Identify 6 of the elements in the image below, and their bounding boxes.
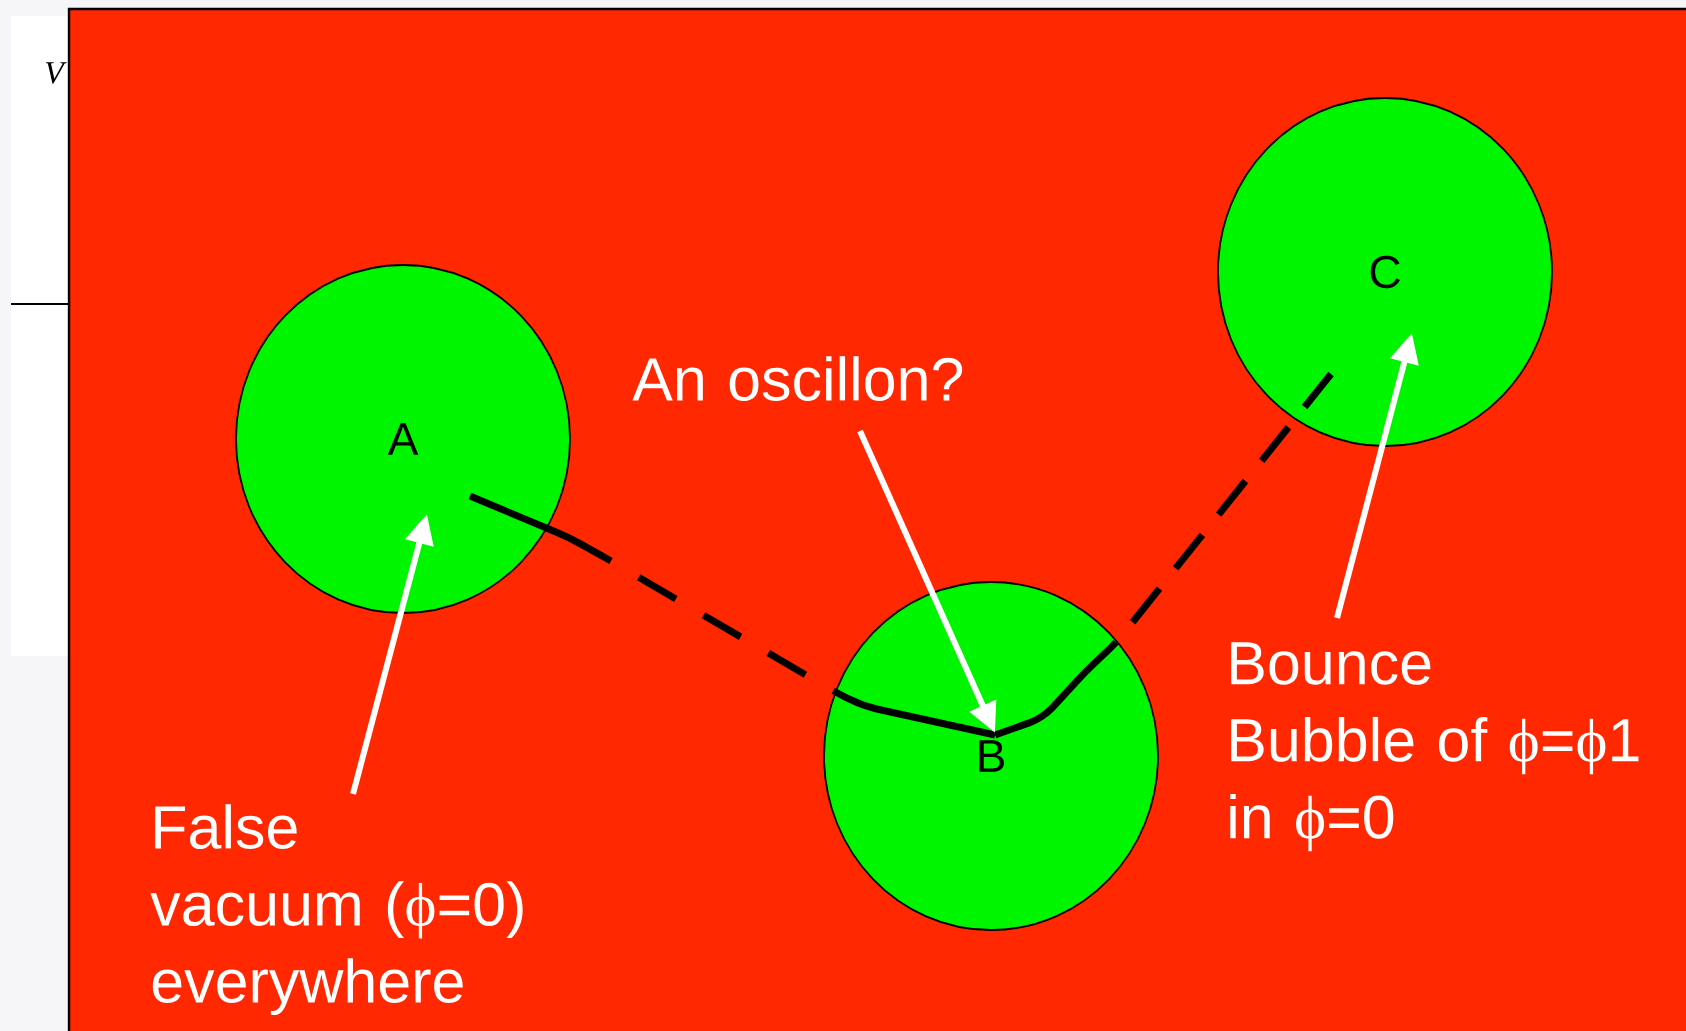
axis-label: V xyxy=(45,62,67,84)
annotation-text: An oscillon? xyxy=(632,356,963,401)
field-path xyxy=(468,492,996,739)
annotation-text: Bounce Bubble of ϕ=ϕ1 in ϕ=0 xyxy=(1230,642,1639,852)
annotation-text: False vacuum (ϕ=0) everywhere xyxy=(150,804,523,1016)
field-path xyxy=(993,371,1334,739)
